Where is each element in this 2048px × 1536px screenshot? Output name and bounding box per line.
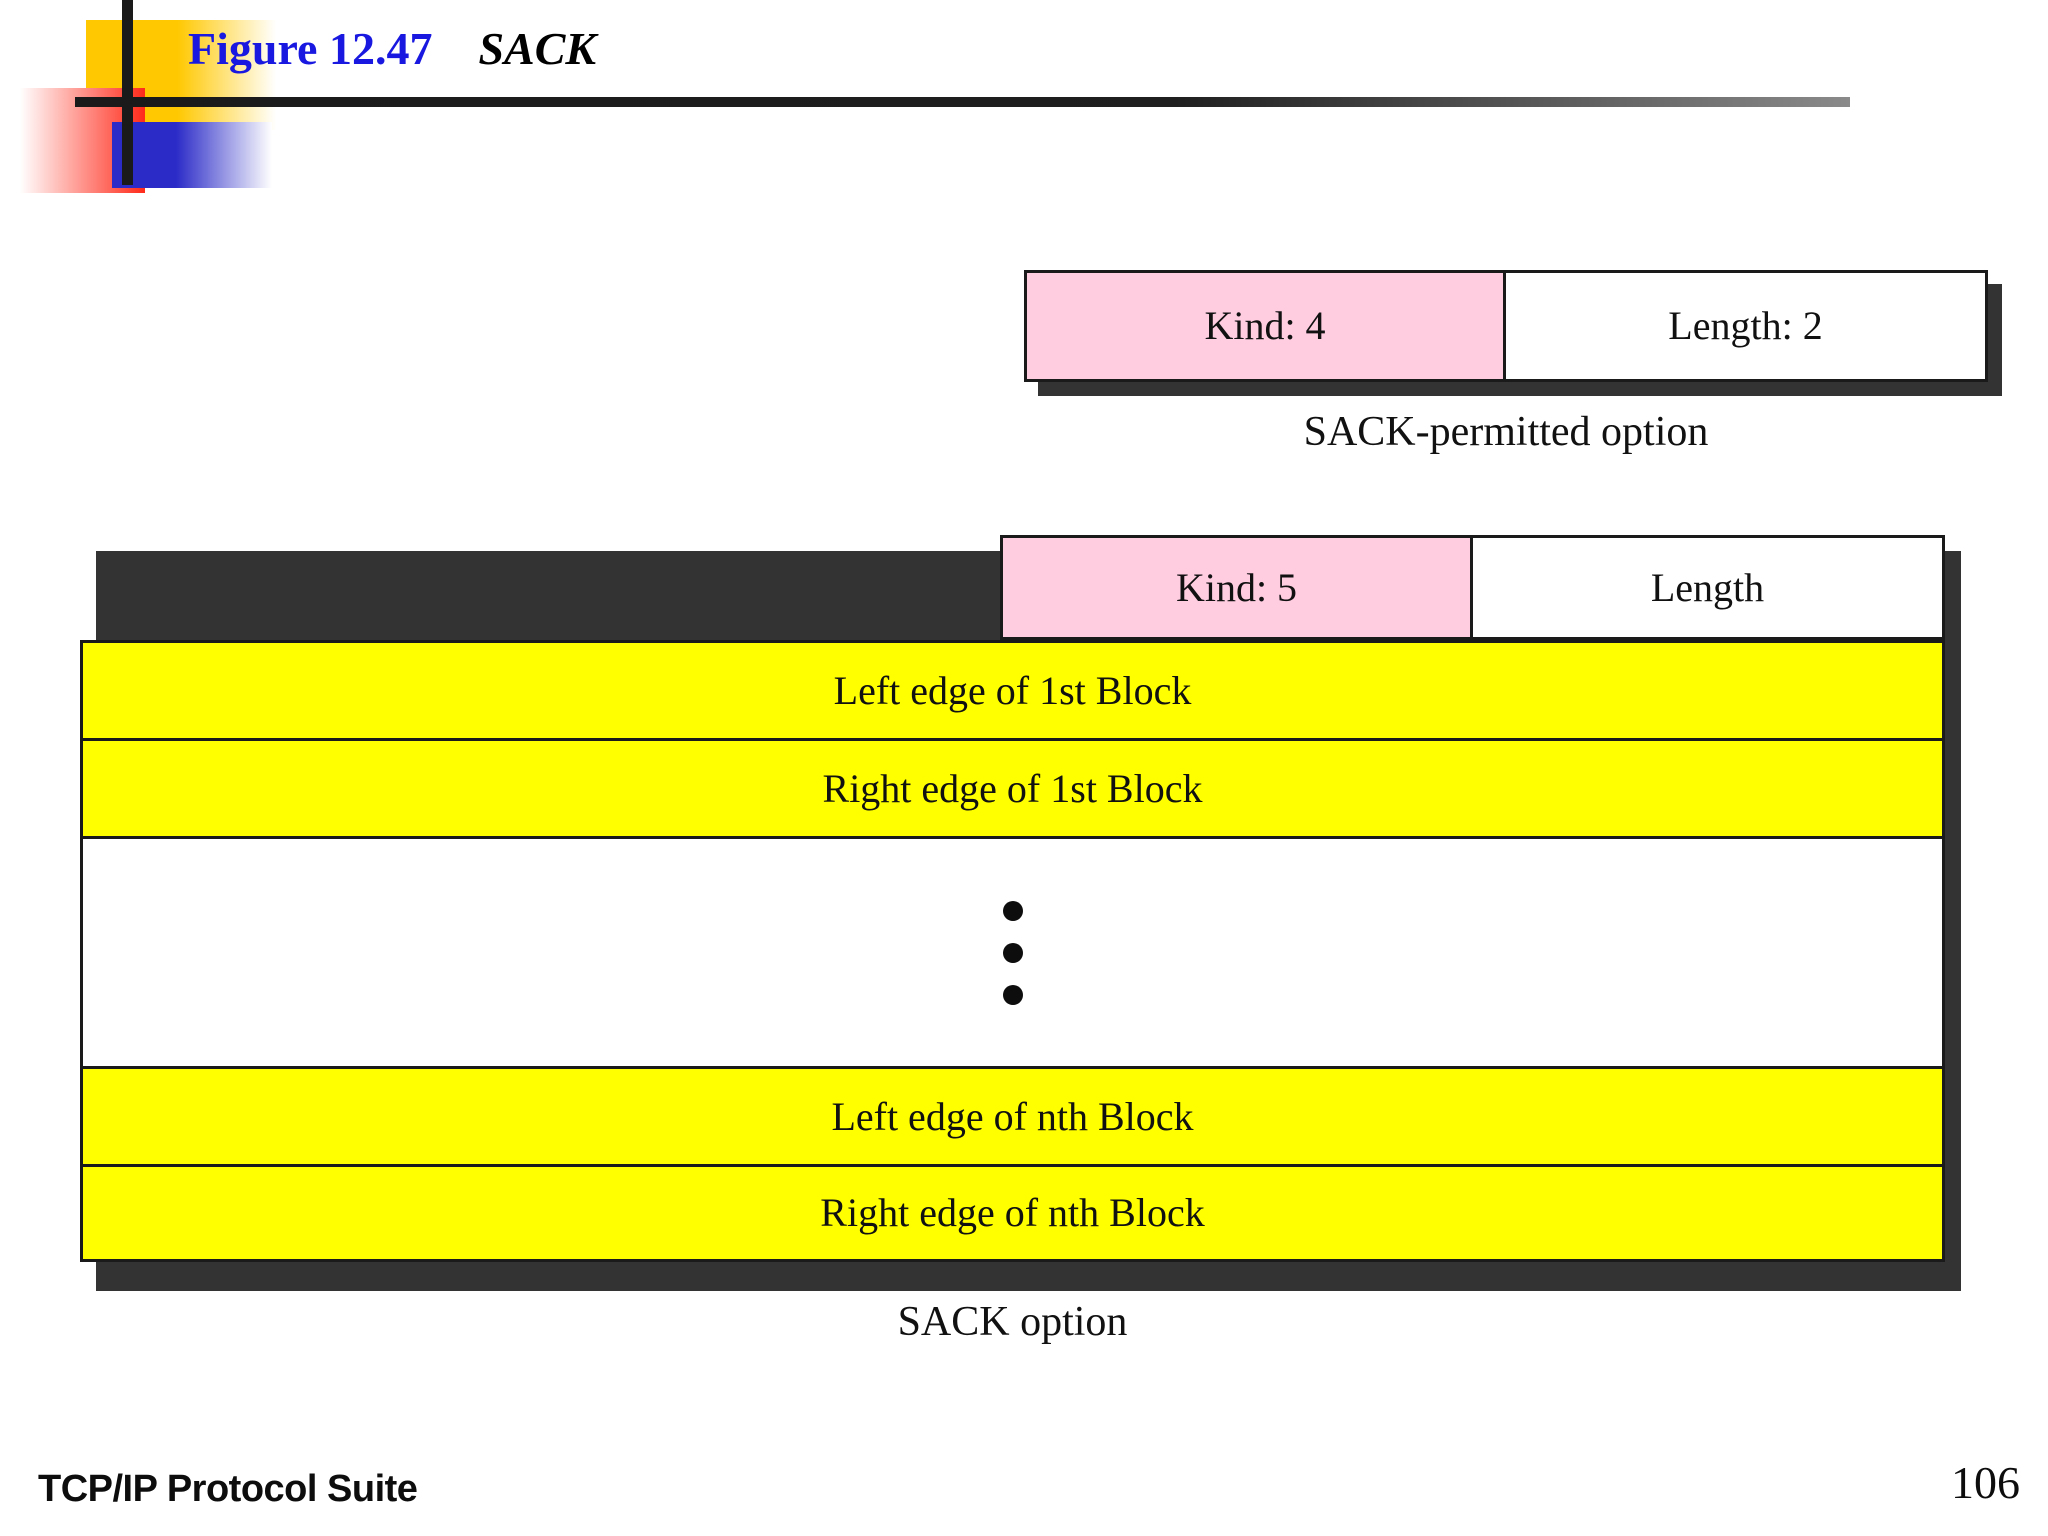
page-title-figure-name: SACK bbox=[478, 23, 597, 74]
sack-option-caption: SACK option bbox=[897, 1299, 1128, 1345]
field-length-2-label: Length: 2 bbox=[1668, 303, 1823, 348]
page-title-separator bbox=[432, 23, 478, 74]
page-title-figure-number: Figure 12.47 bbox=[188, 23, 433, 74]
sack-permitted-option-field-row: Kind: 4 Length: 2 bbox=[1024, 270, 1988, 382]
slide-header-decoration bbox=[0, 0, 1850, 260]
decoration-vertical-bar bbox=[122, 0, 133, 185]
decoration-horizontal-rule bbox=[75, 97, 1850, 107]
field-omitted-blocks-ellipsis bbox=[80, 836, 1945, 1066]
field-left-edge-nth-block-label: Left edge of nth Block bbox=[831, 1093, 1194, 1139]
field-left-edge-first-block-label: Left edge of 1st Block bbox=[833, 667, 1192, 713]
sack-option-header-row: Kind: 5 Length bbox=[1000, 535, 1945, 640]
vertical-ellipsis-dot-icon bbox=[1002, 984, 1023, 1005]
field-left-edge-nth-block: Left edge of nth Block bbox=[80, 1066, 1945, 1164]
footer-page-number: 106 bbox=[1951, 1457, 2020, 1508]
field-kind-4-label: Kind: 4 bbox=[1204, 303, 1326, 348]
field-left-edge-first-block: Left edge of 1st Block bbox=[80, 640, 1945, 738]
sack-permitted-option-caption: SACK-permitted option bbox=[1303, 409, 1709, 455]
sack-permitted-option-diagram: Kind: 4 Length: 2 bbox=[1024, 270, 2002, 396]
field-length-label: Length bbox=[1650, 564, 1765, 610]
field-kind-4: Kind: 4 bbox=[1024, 270, 1506, 382]
field-kind-5: Kind: 5 bbox=[1000, 535, 1473, 640]
footer-book-title: TCP/IP Protocol Suite bbox=[38, 1468, 418, 1510]
field-length: Length bbox=[1473, 535, 1945, 640]
page-title: Figure 12.47 SACK bbox=[188, 22, 596, 76]
vertical-ellipsis-dot-icon bbox=[1002, 942, 1023, 963]
decoration-blue-square bbox=[112, 122, 272, 188]
field-kind-5-label: Kind: 5 bbox=[1175, 564, 1298, 610]
vertical-ellipsis-dot-icon bbox=[1002, 900, 1023, 921]
sack-option-diagram: Kind: 5 Length Left edge of 1st Block Ri… bbox=[80, 535, 1961, 1291]
field-right-edge-nth-block-label: Right edge of nth Block bbox=[820, 1190, 1205, 1235]
field-right-edge-first-block-label: Right edge of 1st Block bbox=[822, 765, 1203, 811]
field-right-edge-nth-block: Right edge of nth Block bbox=[80, 1164, 1945, 1262]
sack-option-block-list: Left edge of 1st Block Right edge of 1st… bbox=[80, 640, 1945, 1262]
field-length-2: Length: 2 bbox=[1506, 270, 1988, 382]
field-right-edge-first-block: Right edge of 1st Block bbox=[80, 738, 1945, 836]
